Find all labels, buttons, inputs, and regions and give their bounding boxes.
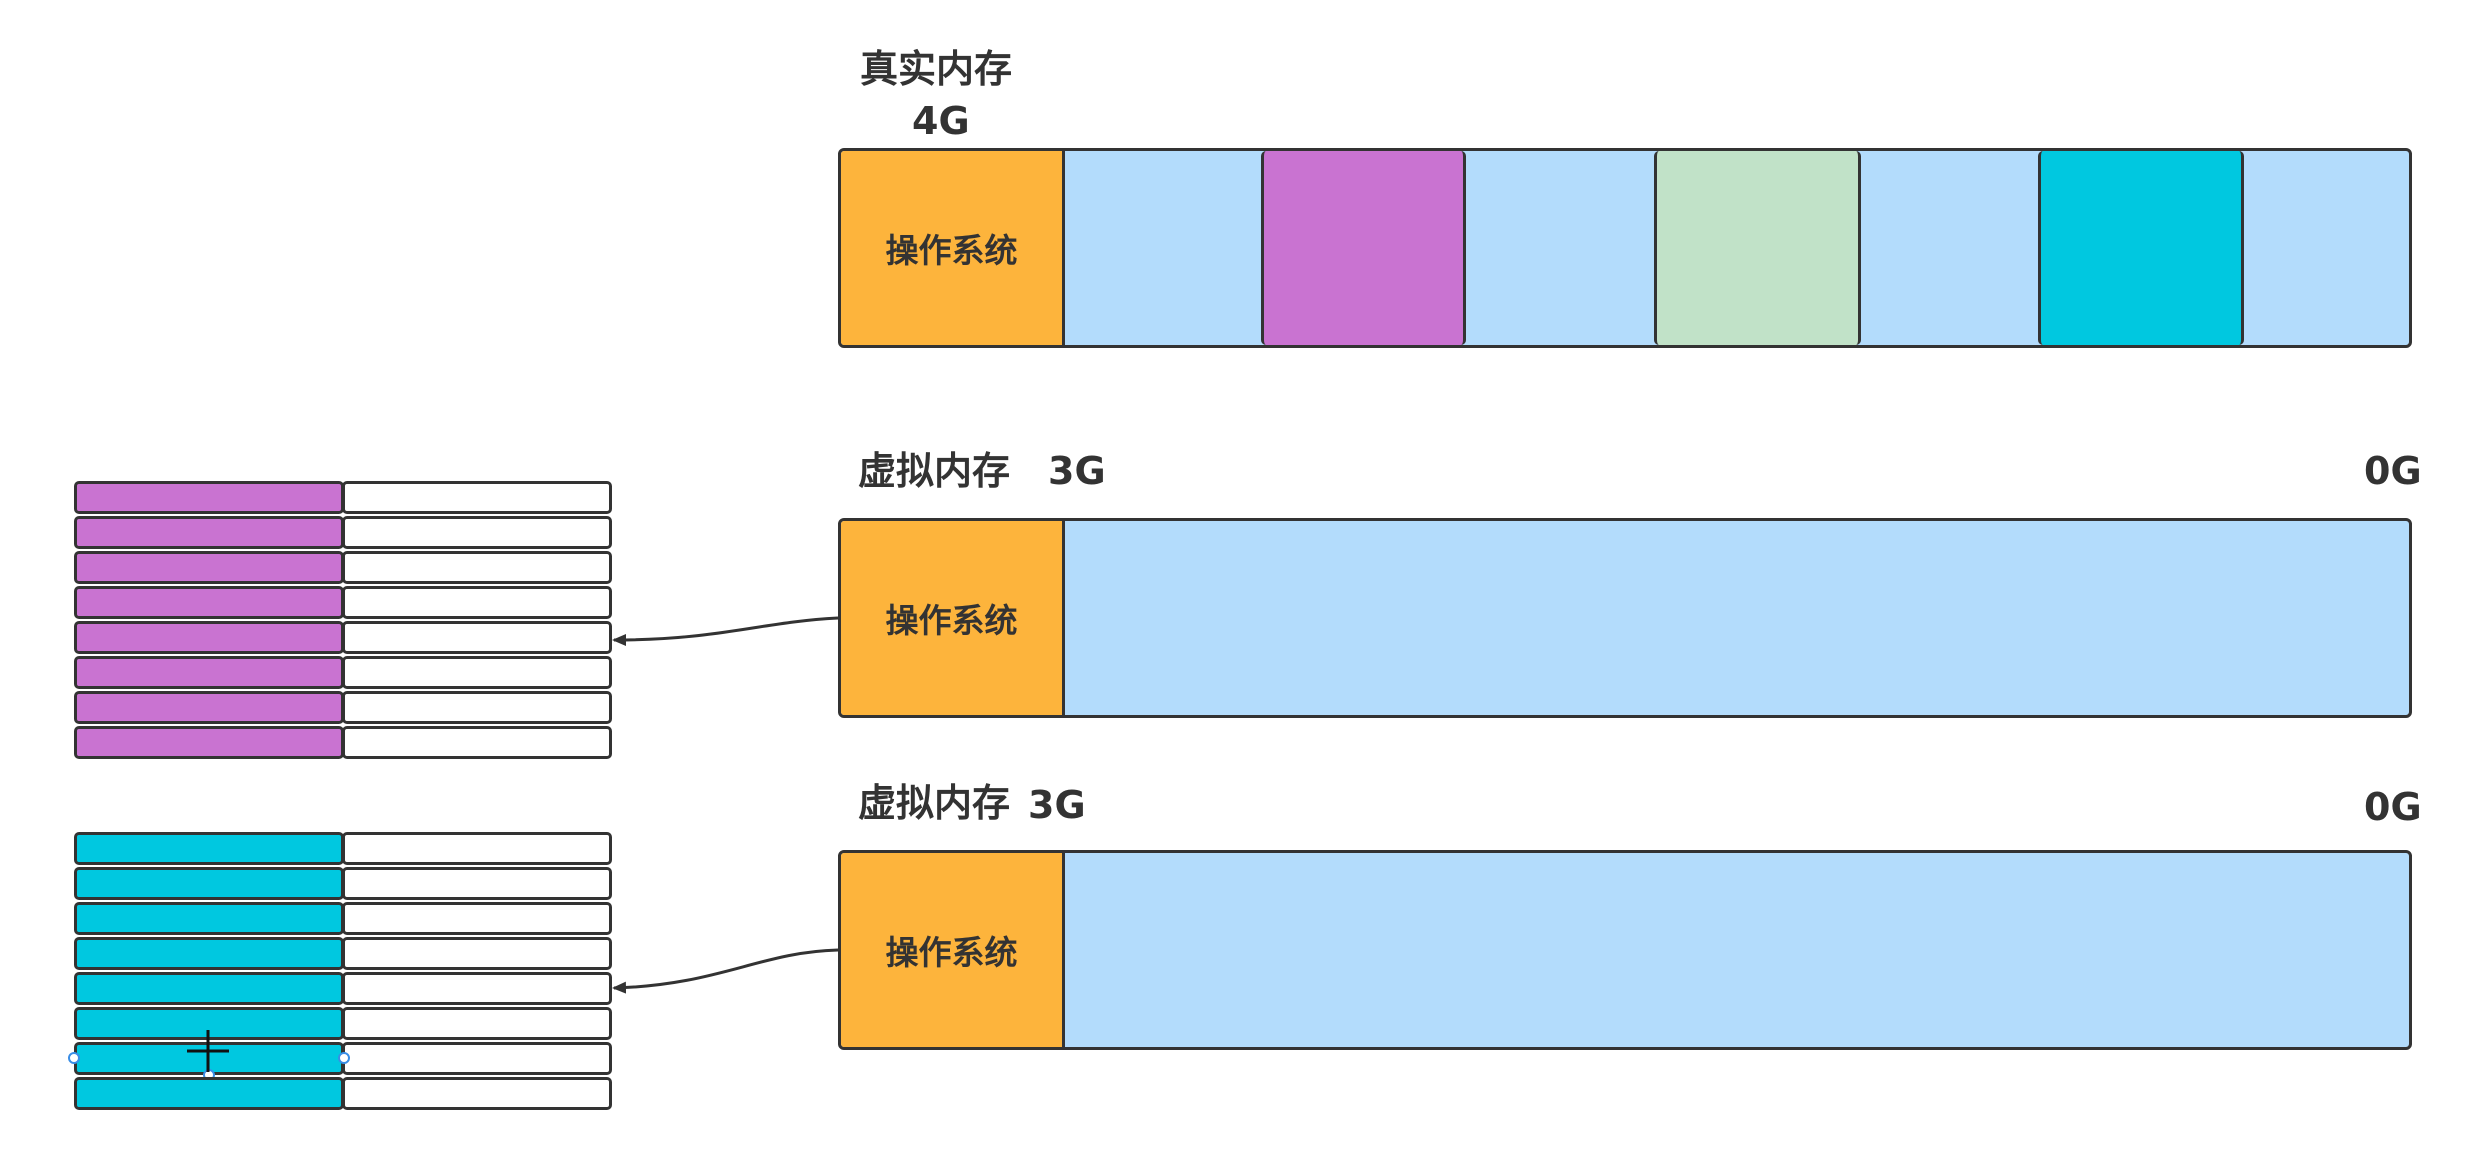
virtual-memory-2-title: 虚拟内存 — [858, 781, 1011, 825]
page-table-row[interactable] — [74, 551, 612, 584]
virtual-memory-2-os-block[interactable]: 操作系统 — [841, 853, 1065, 1047]
page-table-value[interactable] — [342, 691, 612, 724]
page-table-value[interactable] — [342, 832, 612, 865]
virtual-memory-1-title: 虚拟内存 — [858, 449, 1011, 493]
page-table-row[interactable] — [74, 937, 612, 970]
page-table-row[interactable] — [74, 516, 612, 549]
page-table-value[interactable] — [342, 516, 612, 549]
page-table-2[interactable] — [68, 832, 612, 1112]
selection-handle-right[interactable] — [338, 1052, 350, 1064]
page-table-value[interactable] — [342, 1077, 612, 1110]
page-table-value[interactable] — [342, 551, 612, 584]
page-table-value[interactable] — [342, 1007, 612, 1040]
page-table-row[interactable] — [74, 972, 612, 1005]
virtual-memory-2-start: 3G — [1028, 783, 1086, 827]
arrow-vm2-to-page-table-2 — [612, 948, 839, 994]
page-table-entry[interactable] — [74, 516, 344, 549]
page-table-value[interactable] — [342, 481, 612, 514]
page-table-value[interactable] — [342, 656, 612, 689]
page-table-entry[interactable] — [74, 586, 344, 619]
page-table-entry[interactable] — [74, 726, 344, 759]
page-table-row[interactable] — [74, 1077, 612, 1110]
page-table-value[interactable] — [342, 867, 612, 900]
page-table-row[interactable] — [74, 481, 612, 514]
page-table-row[interactable] — [74, 902, 612, 935]
page-table-value[interactable] — [342, 726, 612, 759]
page-table-row[interactable] — [74, 691, 612, 724]
page-table-row[interactable] — [74, 586, 612, 619]
virtual-memory-1-end: 0G — [2364, 449, 2422, 493]
page-table-1[interactable] — [74, 481, 612, 761]
virtual-memory-1-os-block[interactable]: 操作系统 — [841, 521, 1065, 715]
page-table-entry[interactable] — [74, 621, 344, 654]
page-table-entry[interactable] — [74, 902, 344, 935]
page-table-entry[interactable] — [74, 656, 344, 689]
real-memory-bar[interactable]: 操作系统 — [838, 148, 2412, 348]
virtual-memory-1-bar[interactable]: 操作系统 — [838, 518, 2412, 718]
real-memory-os-block[interactable]: 操作系统 — [841, 151, 1065, 345]
page-table-row[interactable] — [74, 867, 612, 900]
virtual-memory-2-end: 0G — [2364, 785, 2422, 829]
page-table-row[interactable] — [74, 1007, 612, 1040]
selection-handle-left[interactable] — [68, 1052, 80, 1064]
page-table-value[interactable] — [342, 902, 612, 935]
page-table-entry[interactable] — [74, 937, 344, 970]
real-memory-green-block[interactable] — [1654, 151, 1861, 345]
page-table-entry[interactable] — [74, 481, 344, 514]
page-table-entry[interactable] — [74, 972, 344, 1005]
page-table-value[interactable] — [342, 937, 612, 970]
page-table-value[interactable] — [342, 621, 612, 654]
real-memory-purple-block[interactable] — [1261, 151, 1466, 345]
arrow-vm1-to-page-table-1 — [612, 616, 839, 646]
real-memory-cyan-block[interactable] — [2038, 151, 2244, 345]
page-table-row[interactable] — [74, 832, 612, 865]
page-table-row[interactable] — [74, 656, 612, 689]
page-table-row-selected[interactable] — [68, 1030, 612, 1081]
real-memory-size: 4G — [912, 99, 970, 143]
page-table-entry[interactable] — [74, 832, 344, 865]
page-table-value[interactable] — [342, 586, 612, 619]
real-memory-title: 真实内存 — [860, 47, 1013, 91]
move-cursor-icon — [187, 1030, 229, 1072]
virtual-memory-2-bar[interactable]: 操作系统 — [838, 850, 2412, 1050]
page-table-entry[interactable] — [74, 1077, 344, 1110]
page-table-row[interactable] — [74, 621, 612, 654]
virtual-memory-1-start: 3G — [1048, 449, 1106, 493]
page-table-entry[interactable] — [74, 551, 344, 584]
page-table-row[interactable] — [74, 726, 612, 759]
page-table-value[interactable] — [342, 972, 612, 1005]
